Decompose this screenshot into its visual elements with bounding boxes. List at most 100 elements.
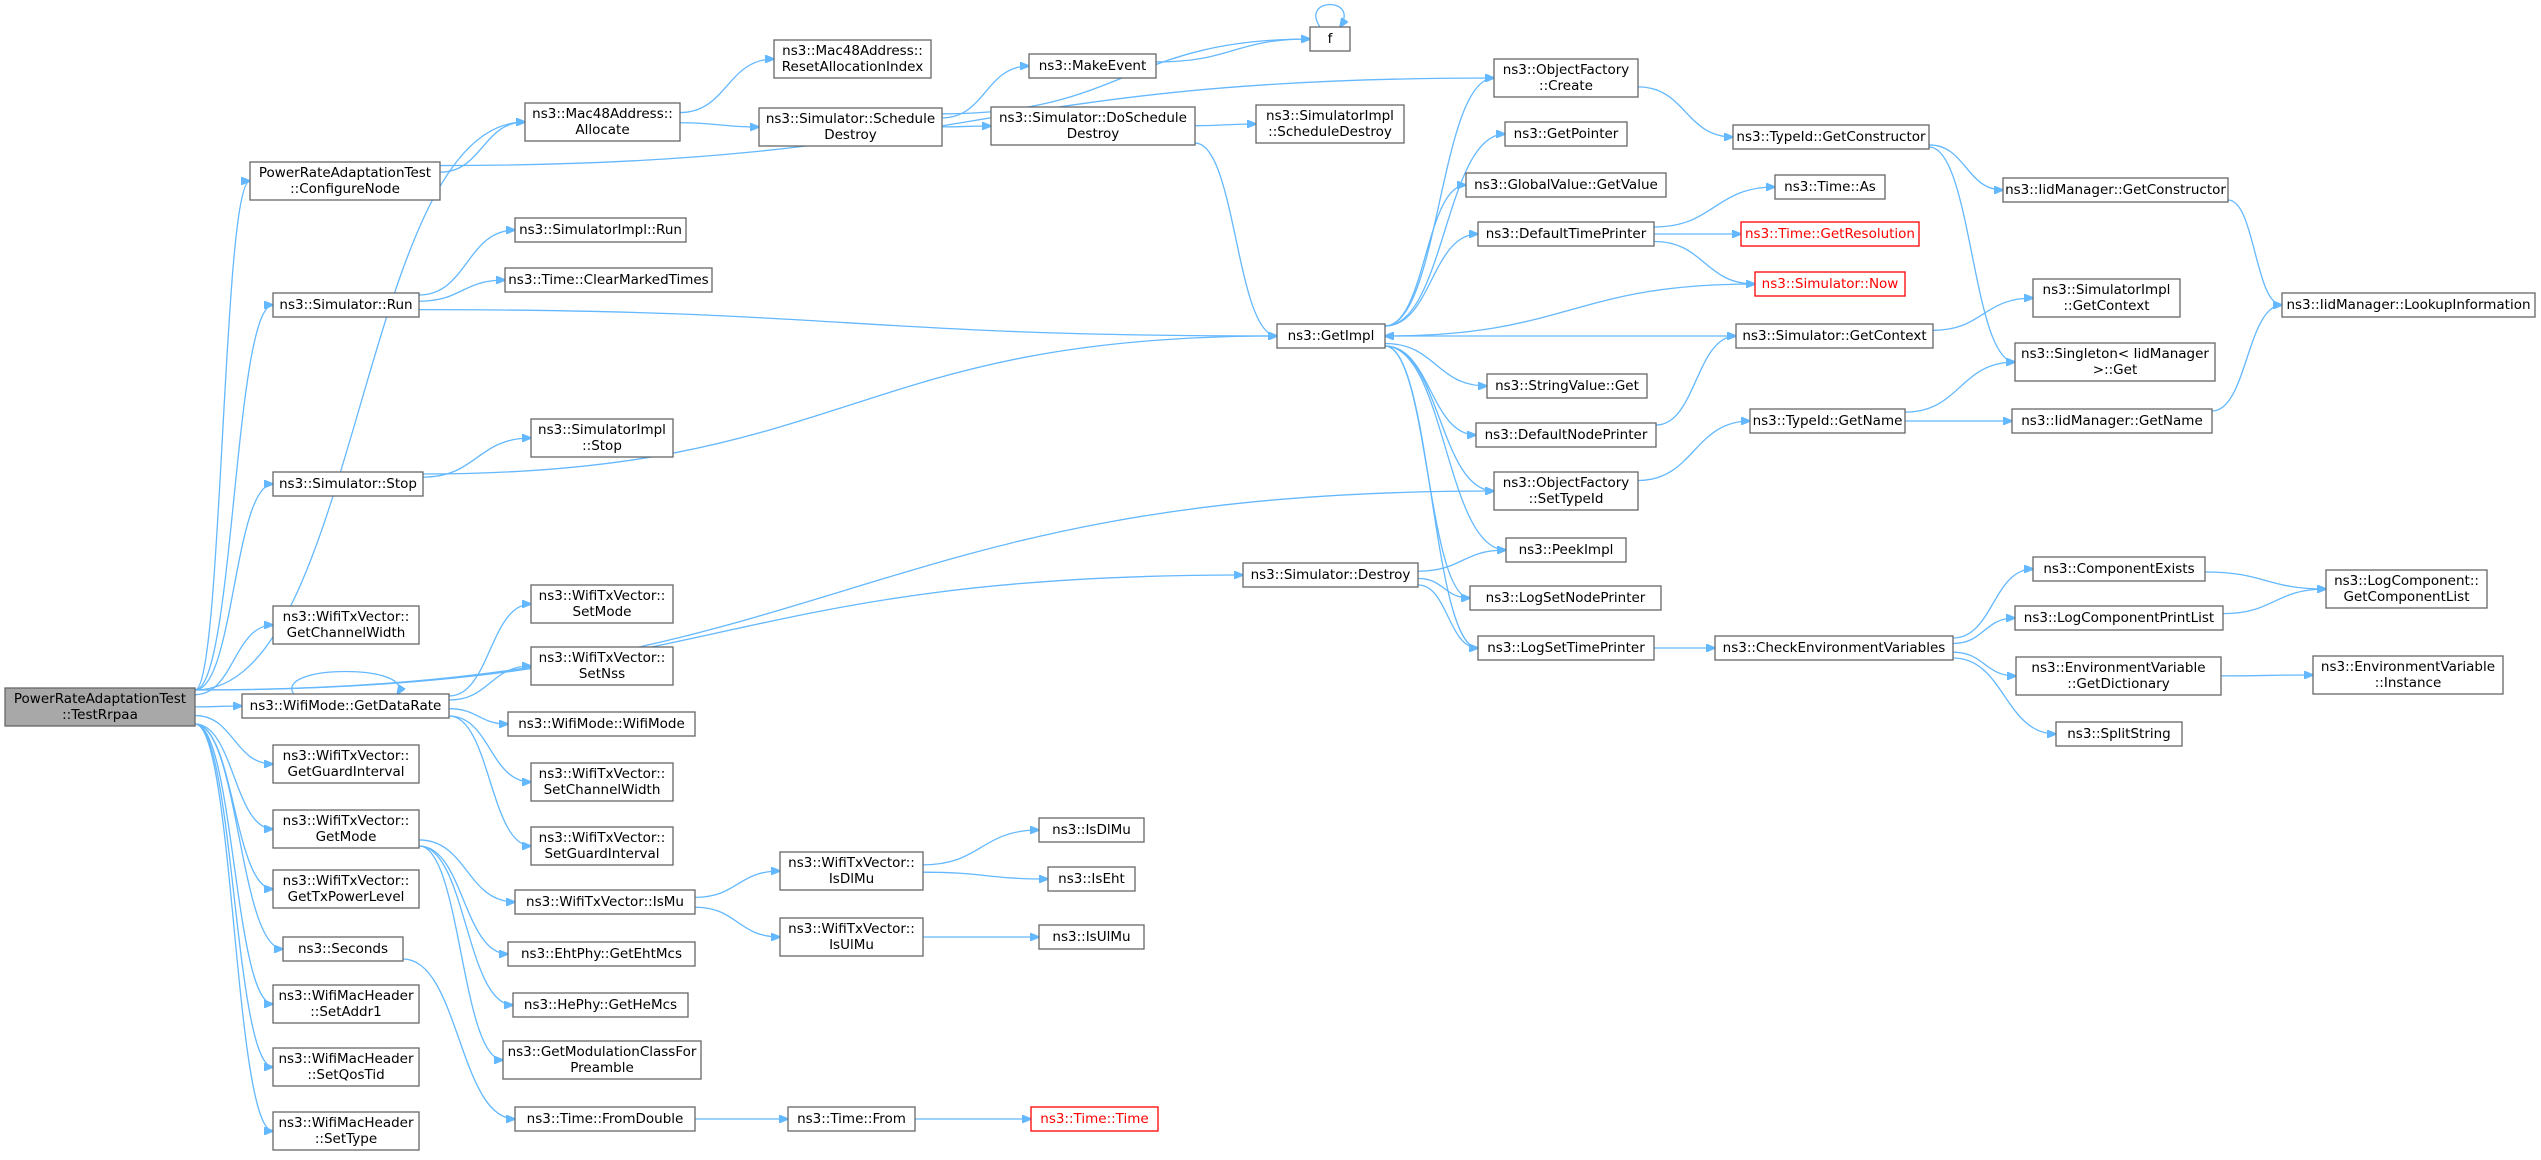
- node-label: ns3::LogComponent::: [2334, 573, 2479, 589]
- node-box: [249, 161, 441, 201]
- node-configurenode[interactable]: PowerRateAdaptationTest::ConfigureNode: [249, 161, 441, 201]
- node-label: ns3::PeekImpl: [1519, 542, 1614, 558]
- call-edge-ofsettypeid-to-typeidgetname: [1637, 421, 1750, 482]
- node-label: ns3::WifiTxVector::: [788, 855, 915, 871]
- node-label: ns3::Time::As: [1784, 179, 1876, 195]
- node-label: ns3::TypeId::GetConstructor: [1736, 129, 1926, 145]
- node-isulmu[interactable]: ns3::IsUlMu: [1038, 924, 1145, 950]
- node-simimplschdestroy[interactable]: ns3::SimulatorImpl::ScheduleDestroy: [1255, 104, 1405, 144]
- node-wifimodegetdatarate[interactable]: ns3::WifiMode::GetDataRate: [241, 693, 450, 719]
- call-edge-typeidgetctor-to-iidmgrgetctor: [1928, 144, 2003, 190]
- node-simdestroy[interactable]: ns3::Simulator::Destroy: [1242, 562, 1419, 588]
- node-makeevent[interactable]: ns3::MakeEvent: [1028, 53, 1157, 79]
- node-envinstance[interactable]: ns3::EnvironmentVariable::Instance: [2312, 655, 2504, 695]
- node-timeas[interactable]: ns3::Time::As: [1774, 174, 1886, 200]
- node-stringvalueget[interactable]: ns3::StringValue::Get: [1486, 373, 1648, 399]
- node-hegetmcs[interactable]: ns3::HePhy::GetHeMcs: [512, 992, 689, 1018]
- node-logsettimeprinter[interactable]: ns3::LogSetTimePrinter: [1477, 635, 1655, 661]
- node-label: ::SetTypeId: [1529, 491, 1604, 507]
- node-txsetchwidth[interactable]: ns3::WifiTxVector::SetChannelWidth: [530, 762, 674, 802]
- node-machdrsetaddr1[interactable]: ns3::WifiMacHeader::SetAddr1: [272, 984, 420, 1024]
- node-peekimpl[interactable]: ns3::PeekImpl: [1505, 537, 1627, 563]
- call-edge-f-to-f: [1315, 3, 1344, 28]
- node-ofsettypeid[interactable]: ns3::ObjectFactory::SetTypeId: [1493, 471, 1639, 511]
- node-timeclearmarked[interactable]: ns3::Time::ClearMarkedTimes: [504, 267, 713, 293]
- node-simimplrun[interactable]: ns3::SimulatorImpl::Run: [514, 217, 687, 243]
- node-seconds[interactable]: ns3::Seconds: [282, 936, 404, 962]
- node-logsetnodeprinter[interactable]: ns3::LogSetNodePrinter: [1469, 585, 1662, 611]
- node-box: [530, 418, 674, 458]
- node-checkenv[interactable]: ns3::CheckEnvironmentVariables: [1714, 635, 1954, 661]
- node-wifimodector[interactable]: ns3::WifiMode::WifiMode: [507, 711, 696, 737]
- node-label: ns3::WifiTxVector::: [788, 921, 915, 937]
- node-box: [990, 106, 1196, 146]
- node-txgetmode[interactable]: ns3::WifiTxVector::GetMode: [272, 809, 420, 849]
- node-box: [1493, 58, 1639, 98]
- node-defnodeprinter[interactable]: ns3::DefaultNodePrinter: [1475, 422, 1657, 448]
- call-edge-testrpaa-to-ofsettypeid: [194, 491, 1494, 691]
- node-txgetpower[interactable]: ns3::WifiTxVector::GetTxPowerLevel: [272, 869, 420, 909]
- node-txisdlmu[interactable]: ns3::WifiTxVector::IsDlMu: [779, 851, 924, 891]
- node-timetime[interactable]: ns3::Time::Time: [1030, 1106, 1159, 1132]
- node-box: [779, 851, 924, 891]
- node-getpointer[interactable]: ns3::GetPointer: [1504, 121, 1628, 147]
- node-txsetmode[interactable]: ns3::WifiTxVector::SetMode: [530, 584, 674, 624]
- node-txgetgi[interactable]: ns3::WifiTxVector::GetGuardInterval: [272, 744, 420, 784]
- node-logcomplist[interactable]: ns3::LogComponent::GetComponentList: [2325, 569, 2488, 609]
- node-ofcreate[interactable]: ns3::ObjectFactory::Create: [1493, 58, 1639, 98]
- node-label: ns3::WifiTxVector::: [539, 830, 666, 846]
- node-timefrom[interactable]: ns3::Time::From: [787, 1106, 916, 1132]
- node-simnow[interactable]: ns3::Simulator::Now: [1754, 271, 1906, 297]
- node-envgetdict[interactable]: ns3::EnvironmentVariable::GetDictionary: [2015, 656, 2222, 696]
- node-txgetchwidth[interactable]: ns3::WifiTxVector::GetChannelWidth: [272, 605, 420, 645]
- node-getimpl[interactable]: ns3::GetImpl: [1276, 323, 1386, 349]
- call-edge-wifimodegetdatarate-to-wifimodegetdatarate: [291, 670, 399, 695]
- call-edge-testrpaa-to-configurenode: [194, 181, 250, 691]
- node-splitstring[interactable]: ns3::SplitString: [2055, 721, 2183, 747]
- node-typeidgetname[interactable]: ns3::TypeId::GetName: [1749, 408, 1906, 434]
- node-label: ns3::WifiTxVector::: [283, 813, 410, 829]
- node-iseht[interactable]: ns3::IsEht: [1047, 866, 1136, 892]
- node-iidmgrgetctor[interactable]: ns3::IidManager::GetConstructor: [2002, 177, 2229, 203]
- node-txisulmu[interactable]: ns3::WifiTxVector::IsUlMu: [779, 917, 924, 957]
- node-simstop[interactable]: ns3::Simulator::Stop: [272, 471, 424, 497]
- call-edge-simdestroy-to-logsetnodeprinter: [1417, 577, 1470, 598]
- node-machdrsettype[interactable]: ns3::WifiMacHeader::SetType: [272, 1111, 420, 1151]
- node-simgetcontext[interactable]: ns3::Simulator::GetContext: [1735, 323, 1934, 349]
- node-logcompprintlist[interactable]: ns3::LogComponentPrintList: [2014, 605, 2224, 631]
- node-simimplstop[interactable]: ns3::SimulatorImpl::Stop: [530, 418, 674, 458]
- node-txsetgi[interactable]: ns3::WifiTxVector::SetGuardInterval: [530, 826, 674, 866]
- node-label: ns3::DefaultNodePrinter: [1485, 427, 1648, 443]
- node-box: [1493, 471, 1639, 511]
- node-box: [530, 584, 674, 624]
- node-f[interactable]: f: [1309, 26, 1351, 52]
- node-iidmgrlookup[interactable]: ns3::IidManager::LookupInformation: [2281, 292, 2536, 318]
- node-singletonget[interactable]: ns3::Singleton< IidManager>::Get: [2014, 342, 2216, 382]
- node-globalvalue[interactable]: ns3::GlobalValue::GetValue: [1465, 172, 1667, 198]
- node-box: [514, 217, 687, 243]
- node-machdrsetqos[interactable]: ns3::WifiMacHeader::SetQosTid: [272, 1047, 420, 1087]
- node-deftimeprinter[interactable]: ns3::DefaultTimePrinter: [1477, 221, 1655, 247]
- node-timefromdouble[interactable]: ns3::Time::FromDouble: [514, 1106, 696, 1132]
- node-simschdestroy[interactable]: ns3::Simulator::ScheduleDestroy: [758, 107, 943, 147]
- node-timegetres[interactable]: ns3::Time::GetResolution: [1740, 221, 1920, 247]
- node-label: IsUlMu: [829, 937, 874, 953]
- node-mac48reset[interactable]: ns3::Mac48Address::ResetAllocationIndex: [773, 39, 932, 79]
- call-edge-testrpaa-to-txgetgi: [194, 714, 273, 764]
- node-txismu[interactable]: ns3::WifiTxVector::IsMu: [514, 889, 696, 915]
- node-simrun[interactable]: ns3::Simulator::Run: [272, 292, 420, 318]
- node-mac48alloc[interactable]: ns3::Mac48Address::Allocate: [524, 102, 681, 142]
- node-box: [241, 693, 450, 719]
- node-typeidgetctor[interactable]: ns3::TypeId::GetConstructor: [1732, 124, 1930, 150]
- node-iidmgrgetname[interactable]: ns3::IidManager::GetName: [2011, 408, 2213, 434]
- node-isdlmu[interactable]: ns3::IsDlMu: [1038, 817, 1145, 843]
- node-testrpaa[interactable]: PowerRateAdaptationTest::TestRrpaa: [4, 687, 196, 727]
- node-simimplgetcontext[interactable]: ns3::SimulatorImpl::GetContext: [2032, 278, 2181, 318]
- node-label: ns3::CheckEnvironmentVariables: [1723, 640, 1946, 656]
- node-label: ::TestRrpaa: [62, 707, 138, 723]
- node-compexists[interactable]: ns3::ComponentExists: [2032, 556, 2206, 582]
- node-ehtgetmcs[interactable]: ns3::EhtPhy::GetEhtMcs: [507, 941, 696, 967]
- node-txsetnss[interactable]: ns3::WifiTxVector::SetNss: [530, 646, 674, 686]
